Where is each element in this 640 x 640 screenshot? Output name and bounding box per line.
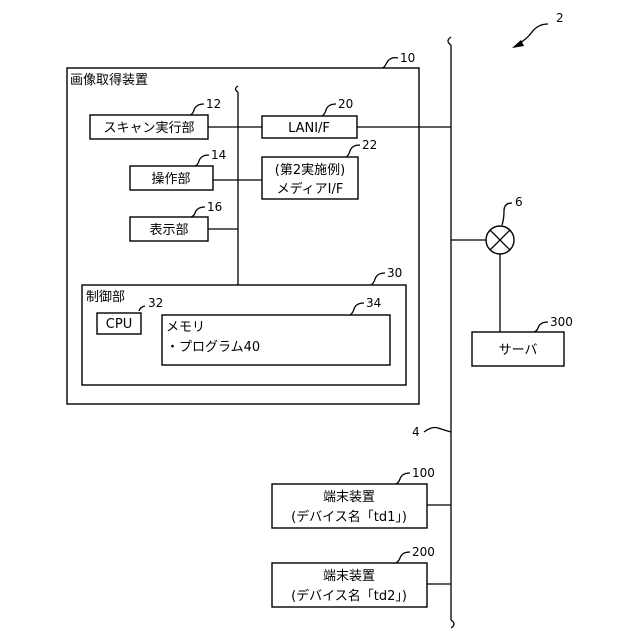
svg-text:14: 14 bbox=[211, 148, 226, 162]
svg-text:2: 2 bbox=[556, 11, 564, 25]
ref-300: 300 bbox=[534, 315, 573, 332]
svg-text:32: 32 bbox=[148, 296, 163, 310]
terminal-device-1-label-line2: (デバイス名「td1」) bbox=[291, 509, 407, 525]
operation-unit-label: 操作部 bbox=[151, 171, 190, 187]
svg-text:30: 30 bbox=[387, 266, 402, 280]
scan-execution-unit-label: スキャン実行部 bbox=[103, 120, 194, 136]
memory-label-line2: ・プログラム40 bbox=[166, 340, 260, 355]
ref-10: 10 bbox=[382, 51, 415, 68]
svg-text:22: 22 bbox=[362, 138, 377, 152]
ref-200: 200 bbox=[396, 545, 435, 563]
display-unit-label: 表示部 bbox=[149, 223, 188, 238]
svg-text:34: 34 bbox=[366, 296, 381, 310]
network-bus bbox=[448, 37, 454, 628]
ref-100: 100 bbox=[396, 466, 435, 484]
ref-2: 2 bbox=[512, 11, 564, 48]
ref-6: 6 bbox=[502, 195, 523, 225]
memory-label-line1: メモリ bbox=[166, 320, 205, 335]
svg-text:100: 100 bbox=[412, 466, 435, 480]
cpu-label: CPU bbox=[106, 317, 132, 332]
lan-interface-label: LANI/F bbox=[288, 121, 330, 136]
svg-text:16: 16 bbox=[207, 200, 222, 214]
media-interface-label-line2: メディアI/F bbox=[277, 181, 344, 197]
control-unit-label: 制御部 bbox=[86, 290, 125, 305]
svg-text:200: 200 bbox=[412, 545, 435, 559]
svg-text:10: 10 bbox=[400, 51, 415, 65]
media-interface-label-line1: (第2実施例) bbox=[275, 162, 345, 178]
terminal-device-1-label-line1: 端末装置 bbox=[323, 490, 375, 505]
terminal-device-2-label-line2: (デバイス名「td2」) bbox=[291, 588, 407, 604]
svg-text:6: 6 bbox=[515, 195, 523, 209]
router-icon bbox=[486, 226, 514, 254]
svg-text:12: 12 bbox=[206, 97, 221, 111]
server-label: サーバ bbox=[499, 343, 538, 358]
ref-4: 4 bbox=[412, 425, 451, 439]
image-acquisition-device-label: 画像取得装置 bbox=[70, 72, 148, 88]
terminal-device-2-label-line1: 端末装置 bbox=[323, 569, 375, 584]
svg-text:20: 20 bbox=[338, 97, 353, 111]
svg-text:4: 4 bbox=[412, 425, 420, 439]
svg-text:300: 300 bbox=[550, 315, 573, 329]
